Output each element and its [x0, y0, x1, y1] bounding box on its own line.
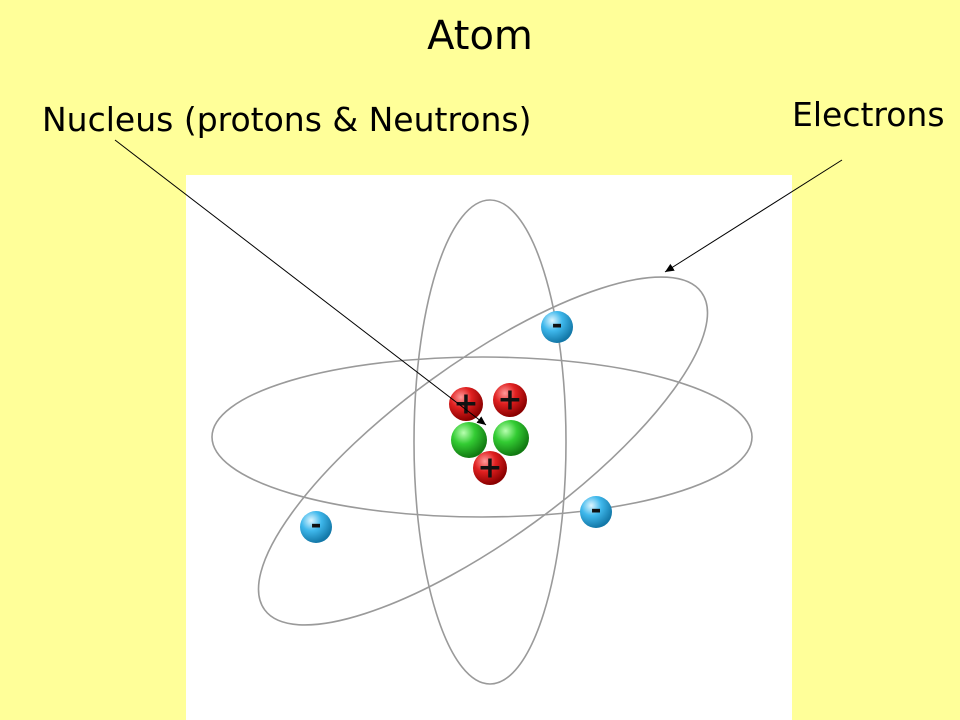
slide-title: Atom	[427, 13, 533, 59]
electron: -	[541, 310, 573, 343]
orbits	[211, 199, 753, 685]
orbit-diagonal	[257, 276, 709, 626]
nucleus: + + +	[449, 383, 529, 486]
electrons: - - -	[300, 310, 612, 543]
electron-charge: -	[311, 510, 322, 540]
electrons-label: Electrons	[792, 95, 945, 134]
atom-diagram-panel	[186, 175, 792, 720]
nucleus-leader-arrow	[114, 139, 487, 426]
proton-charge: +	[477, 451, 502, 486]
electron: -	[300, 510, 332, 543]
proton-charge: +	[497, 383, 522, 418]
nucleus-label: Nucleus (protons & Neutrons)	[42, 100, 532, 139]
electron-charge: -	[591, 495, 602, 525]
proton: +	[449, 387, 483, 422]
proton: +	[473, 451, 507, 486]
electron: -	[580, 495, 612, 528]
orbit-vertical	[413, 199, 567, 685]
neutron	[493, 420, 529, 456]
neutron	[451, 422, 487, 458]
electron-charge: -	[552, 310, 563, 340]
electrons-leader-arrow	[664, 159, 843, 273]
proton: +	[493, 383, 527, 418]
orbit-horizontal	[211, 356, 753, 518]
